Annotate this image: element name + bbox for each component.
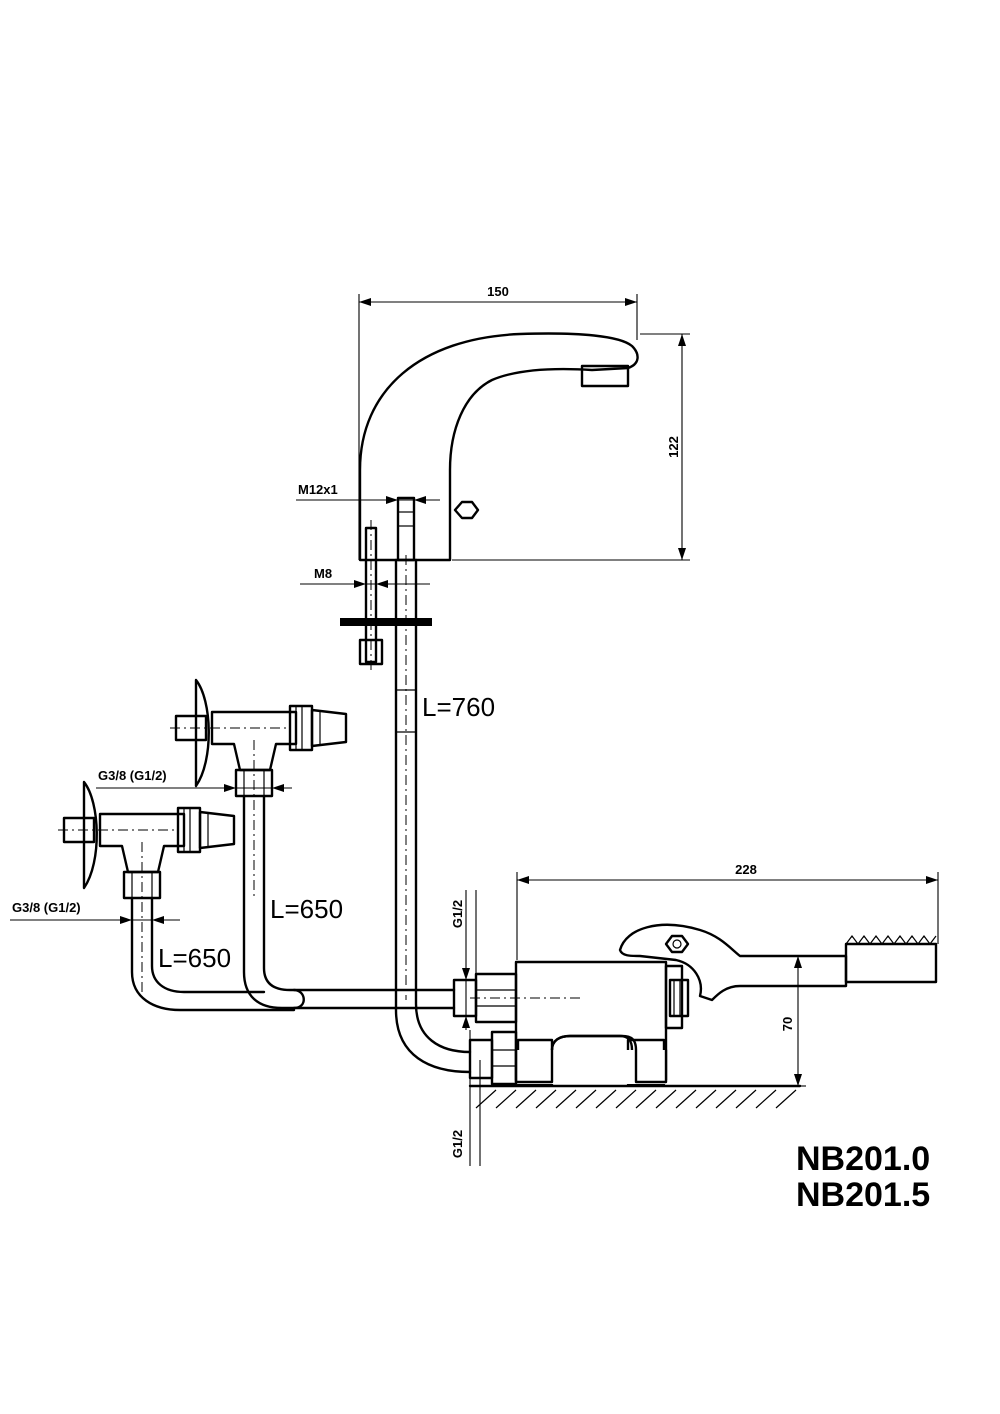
angle-valve-upper	[170, 678, 348, 900]
angle-valve-lower	[58, 780, 236, 1000]
floor	[468, 1084, 802, 1109]
pedal-valve-body	[452, 960, 690, 1086]
hose-lower-label: L=650	[158, 943, 231, 973]
pedal-lever	[618, 923, 938, 1002]
model-number-1: NB201.0	[796, 1140, 930, 1178]
inlet-top-thread-label: G1/2	[450, 900, 465, 928]
dim-spout-width: 150	[487, 284, 509, 299]
dim-pedal-length: 228	[735, 862, 757, 877]
dim-spout-height: 122	[666, 436, 681, 458]
mounting-stud	[340, 520, 432, 672]
spout	[358, 332, 639, 562]
hose-lower	[130, 896, 296, 1012]
valve-lower-thread-label: G3/8 (G1/2)	[12, 900, 81, 915]
hose-long	[394, 555, 472, 1074]
dimension-lines	[10, 294, 939, 1166]
dim-pedal-height: 70	[780, 1017, 795, 1031]
hose-upper	[242, 794, 456, 1010]
hose-long-label: L=760	[422, 692, 495, 722]
model-number-2: NB201.5	[796, 1176, 930, 1214]
inlet-bottom-thread-label: G1/2	[450, 1130, 465, 1158]
hose-upper-label: L=650	[270, 894, 343, 924]
thread-stud-label: M8	[314, 566, 332, 581]
mounting-plate	[340, 618, 432, 626]
thread-top-label: M12x1	[298, 482, 338, 497]
valve-upper-thread-label: G3/8 (G1/2)	[98, 768, 167, 783]
spout-nut	[453, 500, 480, 520]
